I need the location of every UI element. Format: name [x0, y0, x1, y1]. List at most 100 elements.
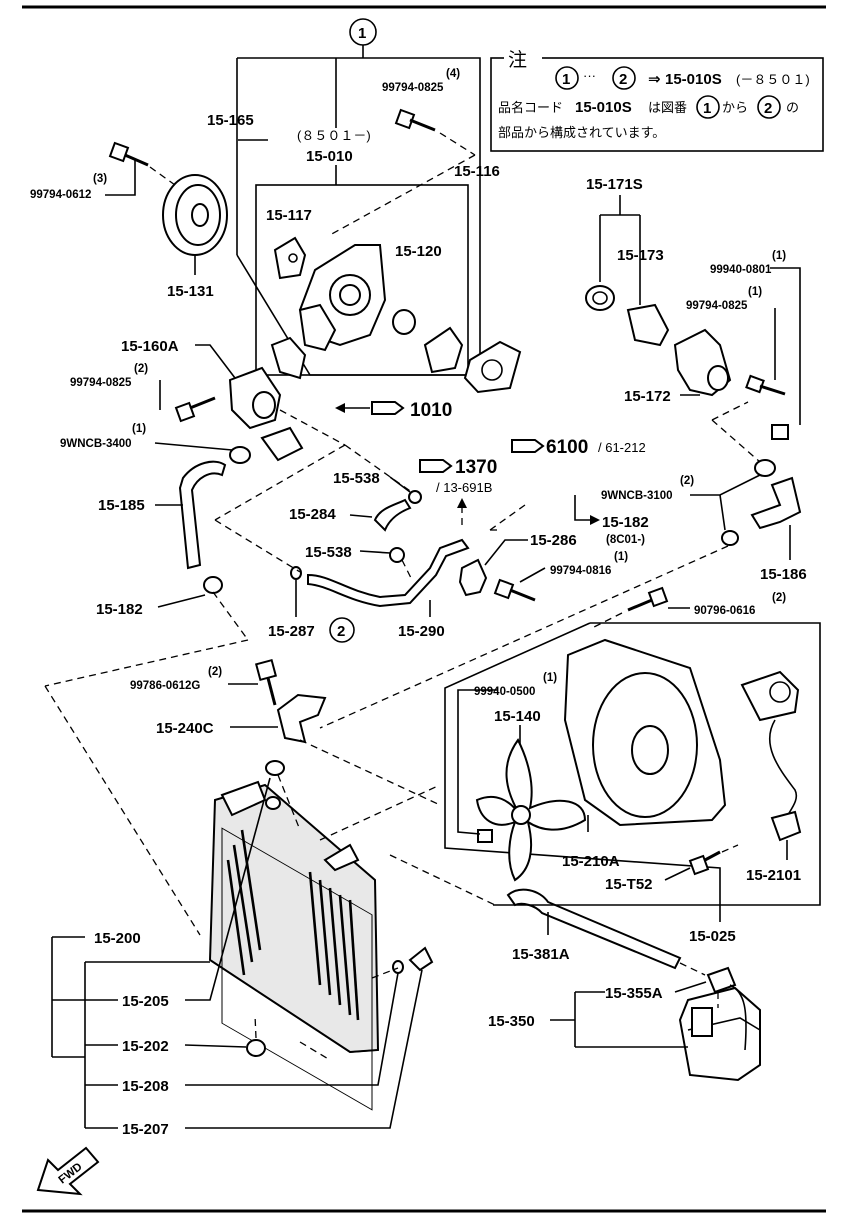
gasket-15-117: [273, 236, 307, 280]
reservoir-15-350: [550, 966, 761, 1082]
label-15-538-b: 15-538: [305, 544, 352, 561]
label-99794-0825-top-qty: (4): [446, 68, 460, 80]
label-15-284: 15-284: [289, 506, 336, 523]
label-15-160A: 15-160A: [121, 338, 179, 355]
label-15-350: 15-350: [488, 1013, 535, 1030]
label-90796-0616-qty: (2): [772, 592, 786, 604]
label-99794-0612: 99794-0612: [30, 189, 91, 201]
bolt-90796-0616: [591, 586, 690, 629]
note-code: 15-010S: [665, 71, 722, 88]
connector-15-2101: [770, 810, 802, 842]
ref-6100-sub: / 61-212: [598, 440, 646, 455]
label-15-286: 15-286: [530, 532, 577, 549]
ref-1370: 1370 / 13-691B: [419, 457, 497, 495]
label-15-131: 15-131: [167, 283, 214, 300]
seal-15-120: [392, 309, 416, 335]
water-outlet-15-160A: [154, 344, 346, 521]
o-ring-15-287: [290, 566, 302, 580]
note-line2-code: 15-010S: [575, 99, 632, 116]
label-99794-0816: 99794-0816: [550, 565, 611, 577]
label-15-2101: 15-2101: [746, 867, 801, 884]
hose-15-186-group: [319, 459, 802, 729]
radiator-15-200: [208, 760, 496, 1111]
note-arrow: ⇒: [648, 71, 661, 88]
fan-blade-15-140: [475, 738, 587, 882]
bypass-pipe-group: 2: [214, 476, 546, 643]
ref-1010: 1010: [335, 400, 452, 421]
label-9WNCB-3400-qty: (1): [132, 423, 146, 435]
note-callout-2: 2: [619, 71, 627, 88]
note-line2-mid: は図番: [648, 101, 687, 116]
label-15-538-a: 15-538: [333, 470, 380, 487]
pulley-15-131: [105, 141, 228, 275]
ref-6100: 6100 / 61-212: [511, 437, 646, 458]
label-15-120: 15-120: [395, 243, 442, 260]
label-90796-0616: 90796-0616: [694, 605, 755, 617]
label-15-165: 15-165: [207, 112, 254, 129]
label-15-185: 15-185: [98, 497, 145, 514]
label-99940-0801-qty: (1): [772, 250, 786, 262]
note-dots: ···: [583, 68, 596, 83]
label-9WNCB-3400: 9WNCB-3400: [60, 438, 132, 450]
ref-6100-label: 6100: [546, 437, 588, 458]
radiator-leaders: [51, 777, 423, 1129]
label-99786-0612G: 99786-0612G: [130, 680, 200, 692]
ref-1370-sub: / 13-691B: [436, 480, 492, 495]
fwd-arrow-icon: FWD: [36, 1146, 100, 1196]
label-15-172: 15-172: [624, 388, 671, 405]
label-15-140: 15-140: [494, 708, 541, 725]
bolt-99794-0825-top: [329, 108, 476, 236]
label-9WNCB-3100: 9WNCB-3100: [601, 490, 673, 502]
clamp-15-182-left: [203, 576, 223, 594]
label-9WNCB-3100-qty: (2): [680, 475, 694, 487]
note-callout-1: 1: [562, 71, 570, 88]
hose-15-185: [178, 460, 227, 570]
label-99794-0825-r-qty: (1): [748, 286, 762, 298]
note-line2-from: から: [722, 101, 748, 116]
fan-assembly-box: [444, 622, 821, 922]
label-15-207: 15-207: [122, 1121, 169, 1138]
label-15-202: 15-202: [122, 1038, 169, 1055]
radiator-cap-15-205: [265, 760, 285, 776]
label-99794-0816-qty: (1): [614, 551, 628, 563]
callout-2: 2: [337, 623, 345, 640]
note-date: (－８５０１): [736, 72, 810, 87]
label-15-205: 15-205: [122, 993, 169, 1010]
label-15-173: 15-173: [617, 247, 664, 264]
impeller: [423, 326, 464, 374]
label-15-210A: 15-210A: [562, 853, 620, 870]
note-line2-callout-2: 2: [764, 100, 772, 117]
label-99794-0825-r: 99794-0825: [686, 300, 748, 312]
thermostat: [585, 285, 615, 311]
label-15-171S: 15-171S: [586, 176, 643, 193]
part-labels: 15-165 (８５０１－) 15-010 (4) 99794-0825 15-…: [30, 68, 807, 1138]
note-box: 注 1 ··· 2 ⇒ 15-010S (－８５０１) 品名コード 15-010…: [490, 46, 824, 152]
label-99940-0500-qty: (1): [543, 672, 557, 684]
water-pump-group: 1: [236, 18, 522, 394]
label-15-381A: 15-381A: [512, 946, 570, 963]
label-15-208: 15-208: [122, 1078, 169, 1095]
label-99940-0500: 99940-0500: [474, 686, 535, 698]
label-15-355A: 15-355A: [605, 985, 663, 1002]
note-title: 注: [508, 49, 527, 71]
label-99794-0612-qty: (3): [93, 173, 107, 185]
label-99794-0825-l-qty: (2): [134, 363, 148, 375]
note-line3: 部品から構成されています。: [498, 126, 665, 141]
label-15-116: 15-116: [454, 163, 500, 180]
label-15-T52: 15-T52: [605, 876, 653, 893]
label-15-182-r: 15-182: [602, 514, 649, 531]
gasket-15-165: [270, 336, 307, 380]
label-15-200: 15-200: [94, 930, 141, 947]
gasket-15-116: [463, 340, 522, 394]
label-15-290: 15-290: [398, 623, 445, 640]
thermostat-gasket: [626, 303, 670, 347]
hose-15-186: [750, 476, 802, 530]
label-15-182-r-sub: (8C01-): [606, 534, 645, 546]
reservoir-cap-15-355A: [706, 966, 737, 994]
note-line2-post: の: [786, 101, 799, 116]
callout-1: 1: [358, 25, 366, 42]
label-15-287: 15-287: [268, 623, 315, 640]
label-15-117: 15-117: [266, 207, 312, 224]
hose-15-284: [373, 498, 412, 532]
